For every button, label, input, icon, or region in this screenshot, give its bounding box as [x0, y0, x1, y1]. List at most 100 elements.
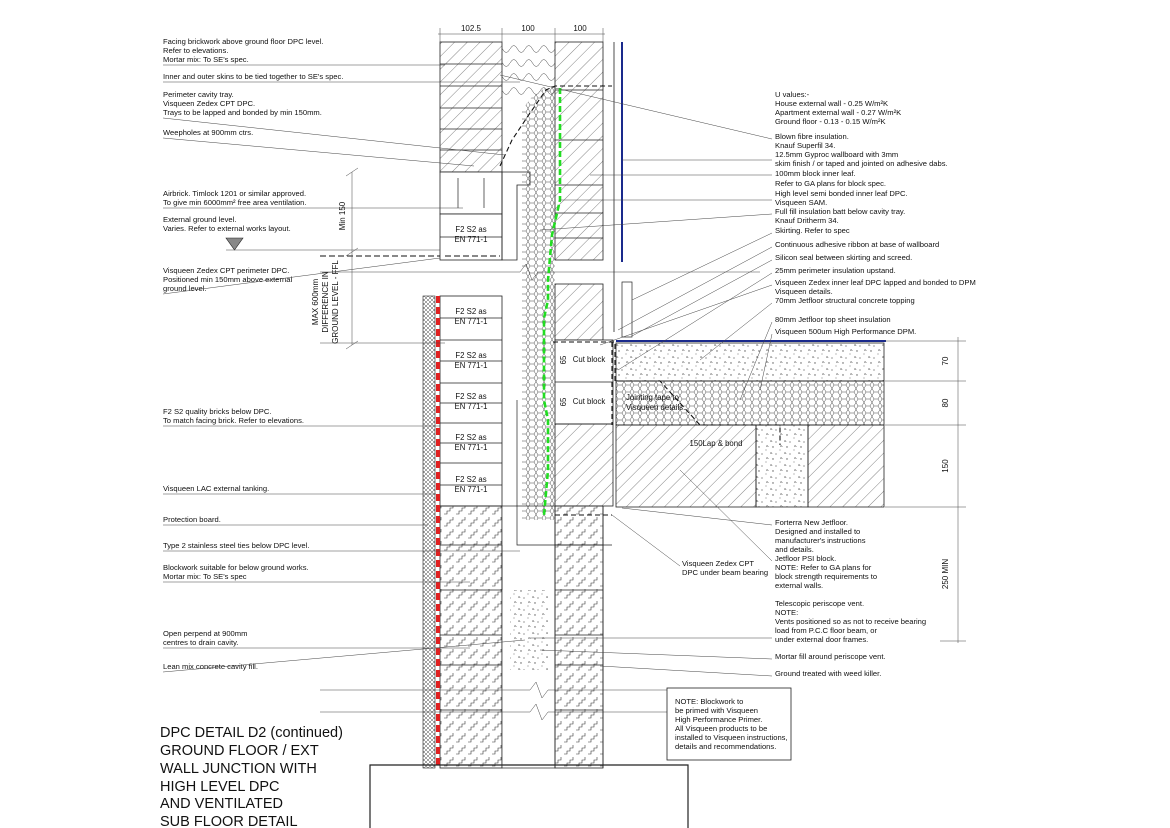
green-dpc [542, 88, 562, 516]
svg-text:AND VENTILATED: AND VENTILATED [160, 796, 283, 812]
svg-text:F2 S2 as: F2 S2 as [455, 392, 486, 401]
svg-text:Varies. Refer to external work: Varies. Refer to external works layout. [163, 224, 291, 233]
svg-text:Visqueen Zedex CPT perimeter D: Visqueen Zedex CPT perimeter DPC. [163, 266, 289, 275]
left-notes: Facing brickwork above ground floor DPC … [162, 37, 526, 673]
svg-text:Mortar fill around periscope v: Mortar fill around periscope vent. [775, 652, 886, 661]
svg-text:GROUND LEVEL - FFL: GROUND LEVEL - FFL [331, 260, 340, 344]
svg-text:block strength requirements to: block strength requirements to [775, 572, 877, 581]
svg-text:WALL JUNCTION WITH: WALL JUNCTION WITH [160, 761, 317, 777]
svg-text:Skirting. Refer to spec: Skirting. Refer to spec [775, 226, 850, 235]
svg-text:High level semi bonded inner l: High level semi bonded inner leaf DPC. [775, 189, 908, 198]
zedex-beam-label-2: DPC under beam bearing [682, 568, 768, 577]
cut-dim-1: 65 [559, 355, 568, 364]
svg-text:100mm block inner leaf.: 100mm block inner leaf. [775, 169, 856, 178]
svg-text:Continuous adhesive ribbon at: Continuous adhesive ribbon at base of wa… [775, 240, 939, 249]
top-sheet-insulation [615, 380, 885, 426]
svg-text:70: 70 [941, 356, 950, 365]
svg-text:skim finish / or taped and joi: skim finish / or taped and jointed on ad… [775, 159, 948, 168]
svg-text:Telescopic periscope vent.: Telescopic periscope vent. [775, 599, 864, 608]
svg-text:EN 771-1: EN 771-1 [455, 402, 488, 411]
svg-text:U values:-: U values:- [775, 90, 810, 99]
outer-blockwork-below-ground [439, 505, 503, 769]
svg-text:70mm Jetfloor structural concr: 70mm Jetfloor structural concrete toppin… [775, 296, 915, 305]
svg-text:DIFFERENCE IN: DIFFERENCE IN [321, 271, 330, 333]
svg-text:25mm perimeter insulation upst: 25mm perimeter insulation upstand. [775, 266, 896, 275]
svg-text:DPC DETAIL D2 (continued): DPC DETAIL D2 (continued) [160, 725, 343, 741]
svg-text:Protection board.: Protection board. [163, 515, 221, 524]
svg-text:NOTE:: NOTE: [775, 608, 798, 617]
svg-text:and details.: and details. [775, 545, 814, 554]
ground-level-icon [225, 237, 244, 251]
svg-text:F2 S2 as: F2 S2 as [455, 307, 486, 316]
title-frame [369, 764, 689, 828]
svg-text:Knauf Dritherm 34.: Knauf Dritherm 34. [775, 216, 839, 225]
svg-text:EN 771-1: EN 771-1 [455, 235, 488, 244]
svg-text:GROUND FLOOR / EXT: GROUND FLOOR / EXT [160, 743, 319, 759]
svg-text:Ground floor - 0.13 - 0.15 W/: Ground floor - 0.13 - 0.15 W/m²K [775, 117, 886, 126]
floor-construction [553, 340, 886, 768]
svg-text:F2 S2 as: F2 S2 as [455, 433, 486, 442]
outer-brick-leaf [439, 41, 503, 507]
svg-text:Knauf Superfil 34.: Knauf Superfil 34. [775, 141, 835, 150]
dim-outer-leaf: 102.5 [461, 24, 482, 33]
svg-text:Airbrick. Timlock 1201 or simi: Airbrick. Timlock 1201 or similar approv… [163, 189, 306, 198]
svg-text:Facing brickwork above ground: Facing brickwork above ground floor DPC … [163, 37, 323, 46]
svg-text:HIGH LEVEL DPC: HIGH LEVEL DPC [160, 779, 280, 795]
svg-text:EN 771-1: EN 771-1 [455, 443, 488, 452]
svg-text:Open perpend at 900mm: Open perpend at 900mm [163, 629, 247, 638]
svg-text:150: 150 [941, 459, 950, 473]
jointing-label-2: Visqueen details. [626, 403, 685, 412]
cut-dim-2: 65 [559, 397, 568, 406]
svg-text:Visqueen SAM.: Visqueen SAM. [775, 198, 827, 207]
lean-mix-fill [510, 590, 548, 670]
svg-text:Perimeter cavity tray.: Perimeter cavity tray. [163, 90, 234, 99]
dim-cavity: 100 [521, 24, 535, 33]
svg-text:Refer to elevations.: Refer to elevations. [163, 46, 228, 55]
svg-text:Visqueen Zedex inner leaf DPC: Visqueen Zedex inner leaf DPC lapped and… [775, 278, 976, 287]
svg-text:load from P.C.C floor beam, or: load from P.C.C floor beam, or [775, 626, 877, 635]
svg-text:Ground treated with weed kille: Ground treated with weed killer. [775, 669, 881, 678]
full-fill-insulation [522, 86, 555, 520]
svg-text:Type 2 stainless steel ties be: Type 2 stainless steel ties below DPC le… [163, 541, 309, 550]
svg-text:Trays to be lapped and bonded: Trays to be lapped and bonded by min 150… [163, 108, 322, 117]
svg-text:installed to Visqueen instruct: installed to Visqueen instructions, [675, 733, 788, 742]
top-dimension-line: 102.5 100 100 [438, 24, 605, 42]
protection-board [422, 295, 436, 769]
svg-text:Visqueen LAC external tanking.: Visqueen LAC external tanking. [163, 484, 269, 493]
svg-text:Vents positioned so as not to: Vents positioned so as not to receive be… [775, 617, 926, 626]
svg-text:12.5mm Gyproc wallboard with 3: 12.5mm Gyproc wallboard with 3mm [775, 150, 898, 159]
svg-text:80mm Jetfloor top sheet insula: 80mm Jetfloor top sheet insulation [775, 315, 891, 324]
svg-text:F2 S2 as: F2 S2 as [455, 225, 486, 234]
svg-text:External ground level.: External ground level. [163, 215, 236, 224]
cut-block-label-1: Cut block [573, 355, 606, 364]
svg-text:EN 771-1: EN 771-1 [455, 485, 488, 494]
svg-text:House external wall - 0.25 W/m: House external wall - 0.25 W/m²K [775, 99, 888, 108]
svg-text:Jetfloor PSI block.: Jetfloor PSI block. [775, 554, 836, 563]
zedex-beam-label-1: Visqueen Zedex CPT [682, 559, 754, 568]
svg-text:ground level.: ground level. [163, 284, 206, 293]
svg-text:details and recommendations.: details and recommendations. [675, 742, 776, 751]
floor-block-2 [807, 424, 885, 508]
svg-text:High Performance Primer.: High Performance Primer. [675, 715, 762, 724]
svg-text:Refer to GA plans for block sp: Refer to GA plans for block spec. [775, 179, 886, 188]
svg-text:Visqueen 500um High Performanc: Visqueen 500um High Performance DPM. [775, 327, 916, 336]
dim-inner-leaf: 100 [573, 24, 587, 33]
svg-text:Min 150: Min 150 [338, 201, 347, 230]
drawing-title: DPC DETAIL D2 (continued) GROUND FLOOR /… [160, 725, 343, 828]
inner-block-leaf [554, 41, 614, 769]
svg-text:MAX 600mm: MAX 600mm [311, 279, 320, 326]
svg-text:80: 80 [941, 398, 950, 407]
svg-text:Forterra New Jetfloor.: Forterra New Jetfloor. [775, 518, 848, 527]
svg-text:250 MIN: 250 MIN [941, 559, 950, 589]
note-box: NOTE: Blockwork to be primed with Visque… [666, 687, 792, 761]
svg-text:Lean mix concrete cavity fill.: Lean mix concrete cavity fill. [163, 662, 258, 671]
concrete-topping [615, 342, 885, 382]
svg-text:Silicon seal between skirting: Silicon seal between skirting and screed… [775, 253, 912, 262]
floor-block-1 [615, 424, 757, 508]
cut-block-label-2: Cut block [573, 397, 606, 406]
svg-text:All Visqueen products to be: All Visqueen products to be [675, 724, 767, 733]
svg-text:Mortar mix: To SE's spec: Mortar mix: To SE's spec [163, 572, 247, 581]
svg-text:Inner and outer skins to be ti: Inner and outer skins to be tied togethe… [163, 72, 343, 81]
left-dimensions: Min 150 MAX 600mm DIFFERENCE IN GROUND L… [311, 167, 445, 350]
